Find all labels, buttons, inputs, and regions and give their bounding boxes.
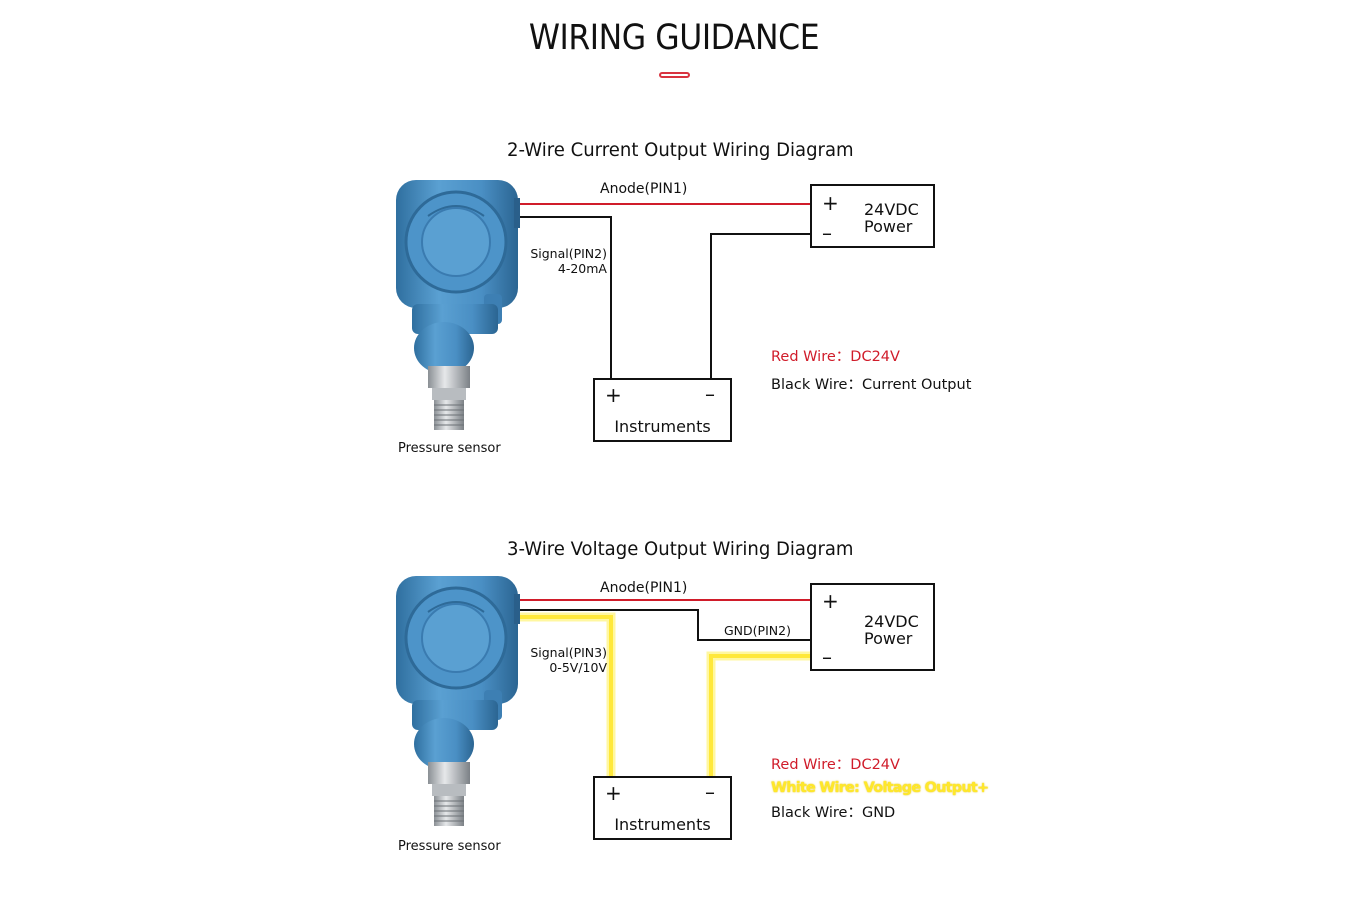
black-wire-signal xyxy=(520,216,612,380)
plus-terminal: + xyxy=(822,589,839,613)
legend-value: GND xyxy=(861,805,896,821)
power-voltage-label: 24VDC xyxy=(864,612,919,631)
pressure-sensor-image xyxy=(396,576,520,826)
power-label: Power xyxy=(864,629,913,648)
legend-key: Black Wire： xyxy=(771,805,862,821)
yellow-wire-signal xyxy=(520,615,613,778)
signal-label: Signal(PIN2) 4-20mA xyxy=(520,246,607,276)
legend-red-wire: Red Wire：DC24V xyxy=(771,345,900,366)
plus-terminal: + xyxy=(605,383,622,407)
plus-terminal: + xyxy=(605,781,622,805)
power-label: Power xyxy=(864,217,913,236)
legend-key: White Wire: xyxy=(771,780,860,796)
minus-terminal: – xyxy=(705,780,715,804)
black-wire-return xyxy=(710,233,812,380)
minus-terminal: – xyxy=(822,645,832,669)
legend-key: Black Wire： xyxy=(771,377,862,393)
pressure-sensor-image xyxy=(396,180,520,430)
legend-white-wire: White Wire: Voltage Output+ xyxy=(771,780,990,796)
title-accent-divider xyxy=(659,72,690,78)
anode-label: Anode(PIN1) xyxy=(600,580,688,596)
page-title: WIRING GUIDANCE xyxy=(528,18,820,58)
instruments-box: + – Instruments xyxy=(593,776,732,840)
sensor-label: Pressure sensor xyxy=(398,839,501,854)
legend-black-wire: Black Wire：GND xyxy=(771,801,895,822)
power-voltage-label: 24VDC xyxy=(864,200,919,219)
instruments-label: Instruments xyxy=(614,815,711,834)
diagram-2-title: 3-Wire Voltage Output Wiring Diagram xyxy=(507,538,854,560)
legend-black-wire: Black Wire：Current Output xyxy=(771,373,971,394)
yellow-wire-output xyxy=(709,654,812,778)
plus-terminal: + xyxy=(822,191,839,215)
power-supply-box: + – 24VDC Power xyxy=(810,184,935,248)
diagram-1-title: 2-Wire Current Output Wiring Diagram xyxy=(507,139,854,161)
power-supply-box: + – 24VDC Power xyxy=(810,583,935,671)
signal-range-text: 4-20mA xyxy=(557,261,607,276)
instruments-box: + – Instruments xyxy=(593,378,732,442)
legend-key: Red Wire： xyxy=(771,349,851,365)
minus-terminal: – xyxy=(705,382,715,406)
legend-value: DC24V xyxy=(850,757,900,773)
signal-pin-text: Signal(PIN2) xyxy=(530,246,607,261)
signal-range-text: 0-5V/10V xyxy=(549,660,607,675)
sensor-label: Pressure sensor xyxy=(398,441,501,456)
anode-label: Anode(PIN1) xyxy=(600,181,688,197)
gnd-label: GND(PIN2) xyxy=(724,623,791,638)
yellow-wire-signal-glow xyxy=(520,612,616,778)
signal-pin-text: Signal(PIN3) xyxy=(530,645,607,660)
diagram-1-wires xyxy=(520,203,812,380)
legend-value: Voltage Output+ xyxy=(863,780,990,796)
black-wire-gnd xyxy=(520,609,812,641)
diagram-2-wires xyxy=(520,599,812,778)
legend-key: Red Wire： xyxy=(771,757,851,773)
minus-terminal: – xyxy=(822,221,832,245)
legend-red-wire: Red Wire：DC24V xyxy=(771,753,900,774)
legend-value: Current Output xyxy=(861,377,972,393)
legend-value: DC24V xyxy=(850,349,900,365)
signal-label: Signal(PIN3) 0-5V/10V xyxy=(520,645,607,675)
instruments-label: Instruments xyxy=(614,417,711,436)
